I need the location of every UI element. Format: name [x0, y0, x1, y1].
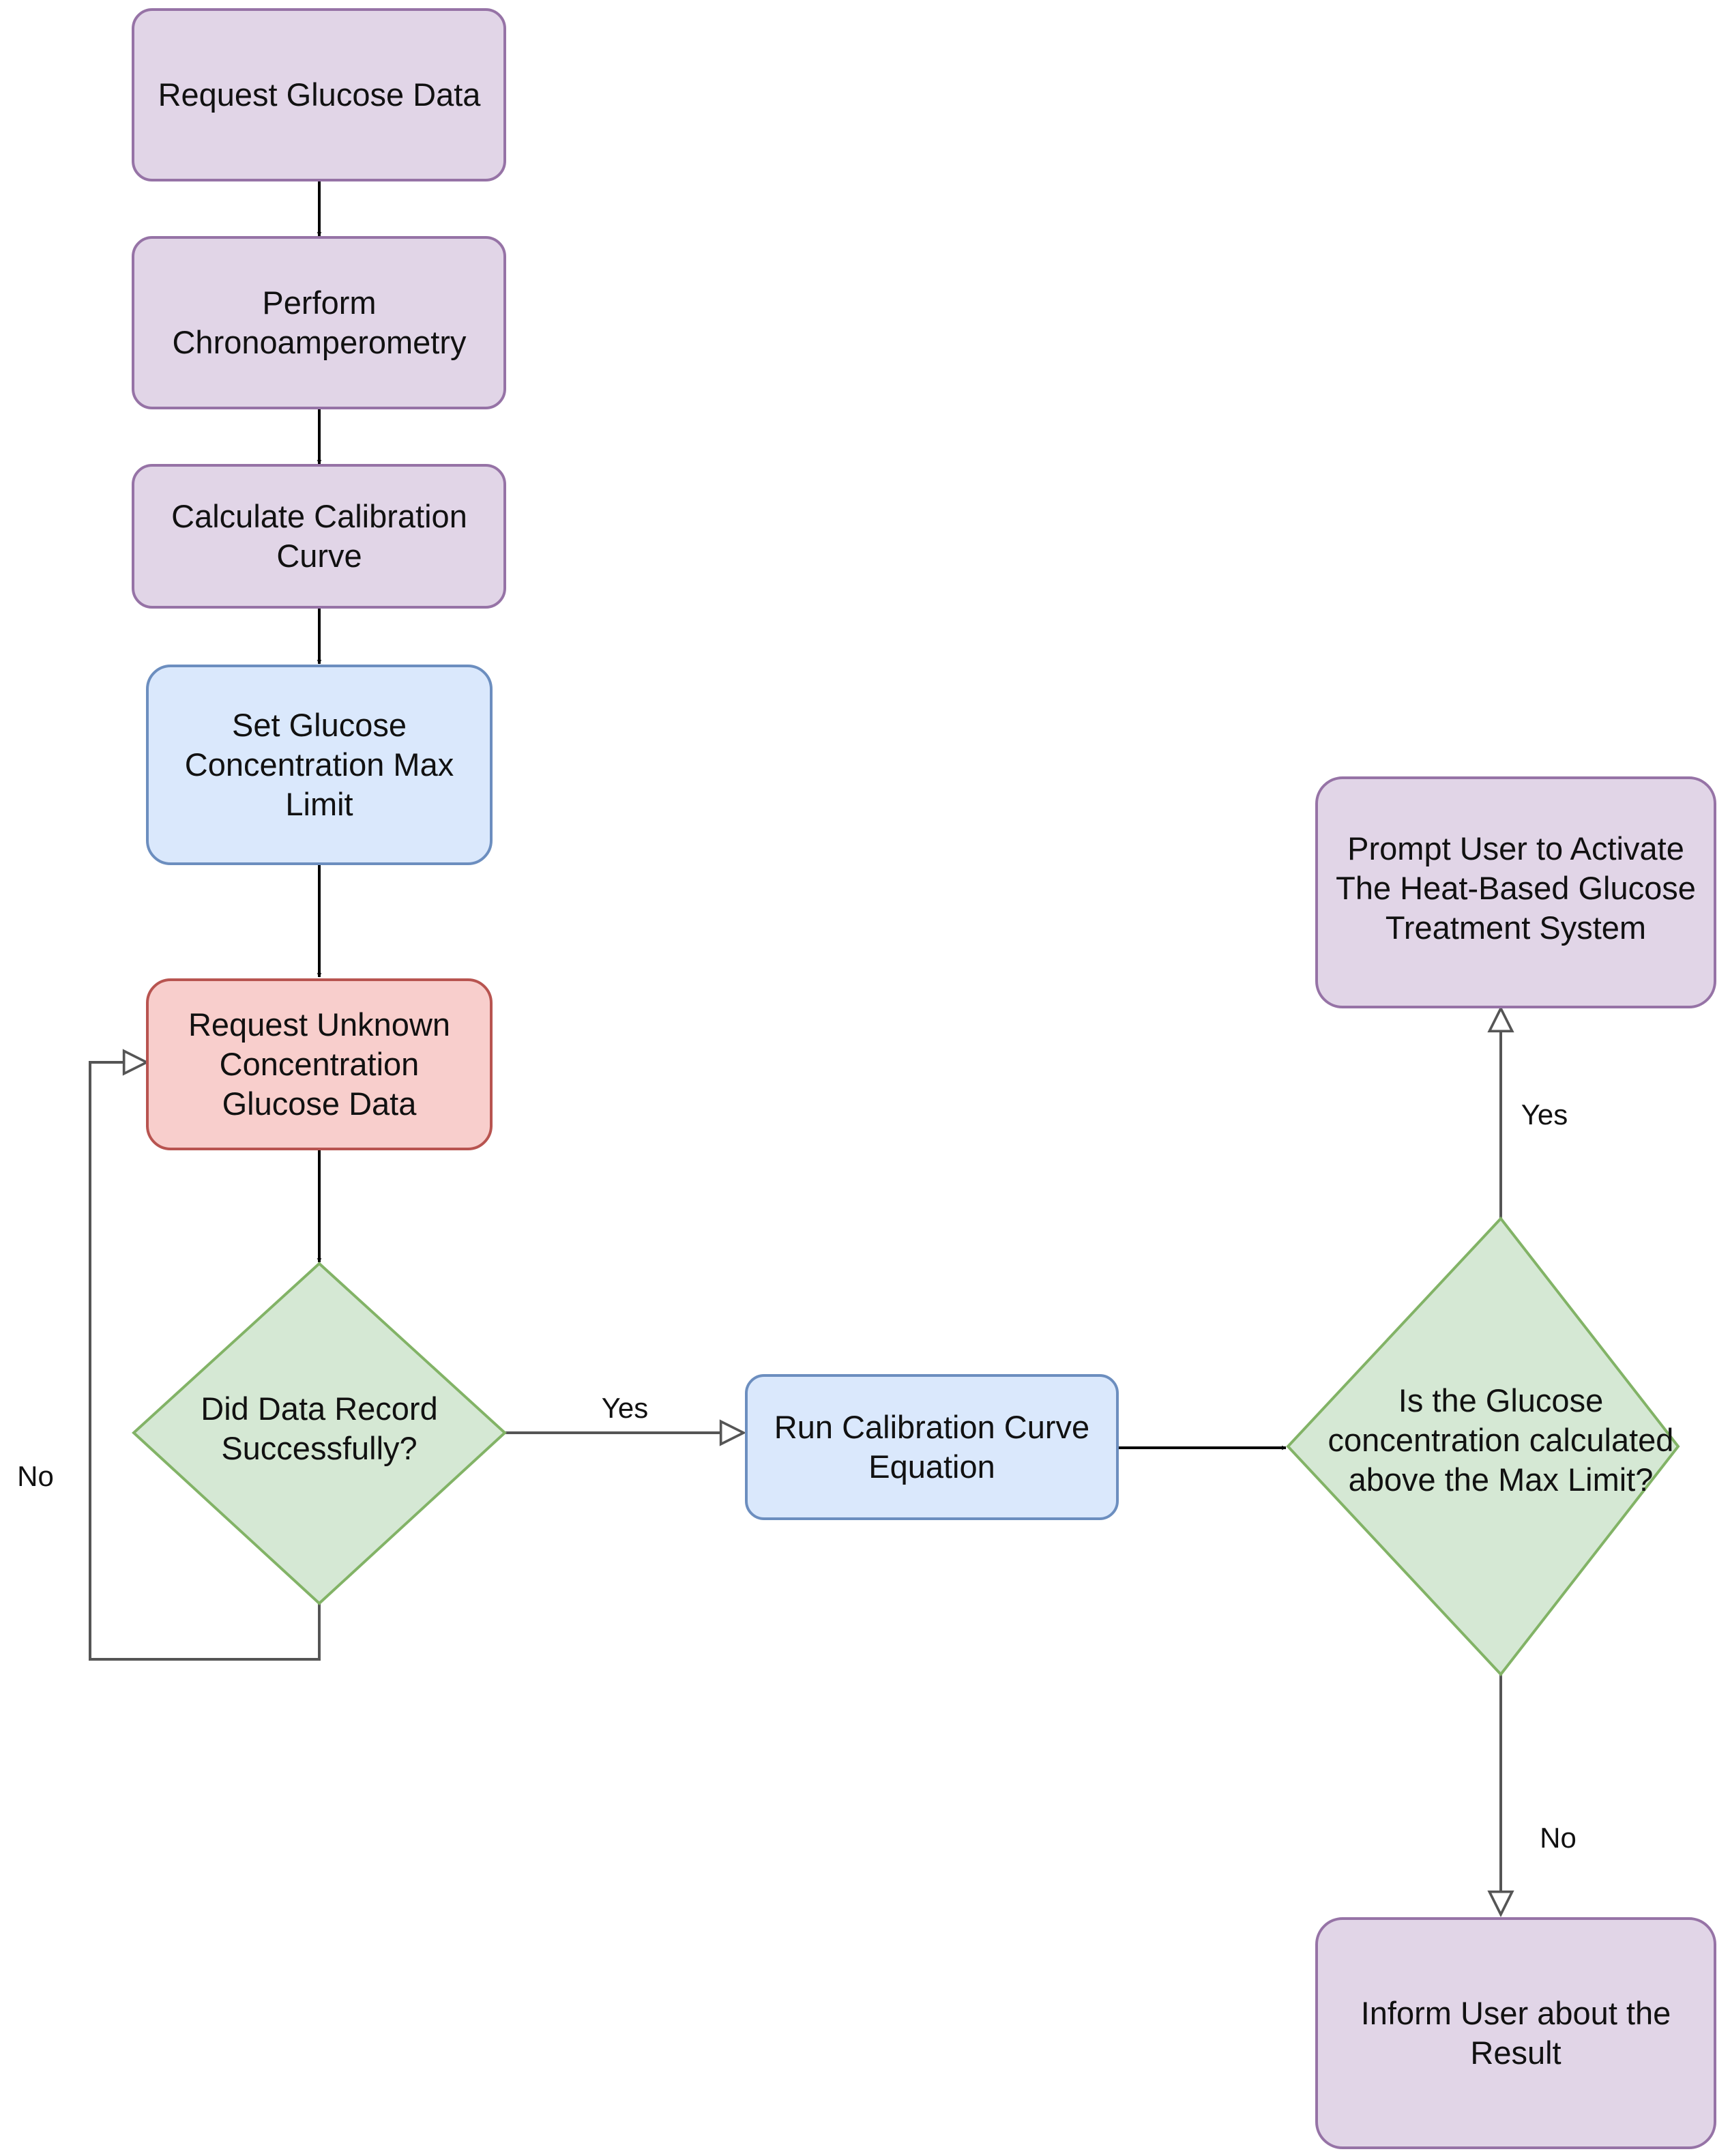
- edge-label-record-no: No: [17, 1460, 54, 1492]
- node-text-line: Is the Glucose: [1398, 1382, 1603, 1418]
- node-text-line: Run Calibration Curve: [774, 1409, 1089, 1445]
- node-text-line: Limit: [285, 786, 353, 822]
- node-text-line: Curve: [276, 538, 362, 574]
- node-text-line: Request Unknown: [188, 1006, 450, 1043]
- node-text-line: Glucose Data: [222, 1086, 417, 1122]
- node-text-line: Prompt User to Activate: [1347, 830, 1684, 866]
- node-text-line: Concentration Max: [185, 746, 454, 783]
- node-text-line: Result: [1470, 2035, 1561, 2071]
- node-text-line: Concentration: [220, 1046, 420, 1082]
- node-text-line: Treatment System: [1386, 909, 1646, 946]
- edge-label-max-no: No: [1540, 1822, 1577, 1854]
- node-text-line: Perform: [262, 285, 376, 321]
- edge-decision-no-loop: [89, 1062, 321, 1661]
- node-text-line: concentration calculated: [1328, 1422, 1674, 1458]
- node-request-glucose-data: Request Glucose Data: [132, 8, 506, 181]
- node-text-line: Successfully?: [221, 1430, 417, 1466]
- node-request-glucose-data-text: Request Glucose Data: [158, 76, 482, 113]
- edge-label-max-yes: Yes: [1521, 1098, 1568, 1131]
- node-text-line: Inform User about the: [1361, 1995, 1671, 2031]
- node-text-line: Calculate Calibration: [171, 498, 467, 534]
- node-text-line: Request Glucose Data: [158, 76, 482, 113]
- node-text-line: The Heat-Based Glucose: [1336, 870, 1696, 906]
- node-text-line: Set Glucose: [232, 707, 407, 743]
- edge-label-record-yes: Yes: [602, 1392, 649, 1424]
- node-text-line: Did Data Record: [201, 1390, 437, 1427]
- node-text-line: above the Max Limit?: [1349, 1461, 1654, 1498]
- node-text-line: Equation: [868, 1448, 995, 1485]
- node-text-line: Chronoamperometry: [172, 324, 467, 360]
